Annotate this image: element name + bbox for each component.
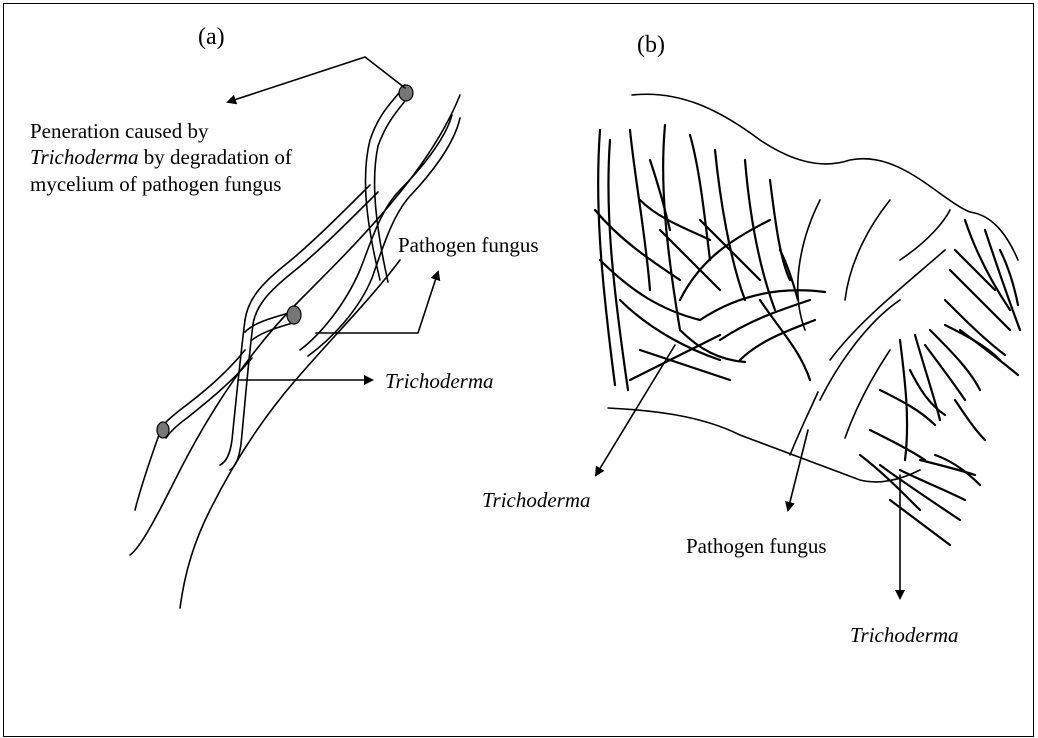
host-tissue-bottom-edge — [608, 408, 920, 482]
arrow-pathogen-a — [316, 272, 438, 333]
panel-b-caption: (b) — [637, 30, 665, 60]
penetration-label-line2-rest: by degradation of — [139, 145, 292, 169]
trichoderma-hypha-5a — [160, 350, 245, 430]
trichoderma-label-a: Trichoderma — [385, 368, 494, 394]
pathogen-fungus-label-a: Pathogen fungus — [398, 232, 539, 258]
trichoderma-hypha-4b — [252, 322, 296, 340]
trichoderma-hypha-2b — [253, 192, 378, 324]
pathogen-line-3 — [830, 250, 945, 360]
arrow-trichoderma-left — [596, 345, 675, 475]
panel-a-caption: (a) — [198, 22, 225, 52]
spore-bottom — [157, 422, 169, 438]
spore-middle — [287, 306, 301, 324]
pathogen-line-7 — [845, 350, 890, 438]
trichoderma-label-b-left: Trichoderma — [482, 487, 591, 513]
trichoderma-hypha-6 — [135, 432, 160, 510]
trichoderma-colony-right-lower — [860, 325, 1000, 545]
trichoderma-label-b-right: Trichoderma — [850, 622, 959, 648]
pathogen-fungus-label-b: Pathogen fungus — [686, 533, 827, 559]
host-tissue-top-edge — [632, 94, 1018, 260]
penetration-label-line3: mycelium of pathogen fungus — [30, 171, 292, 197]
penetration-label-line2: Trichoderma by degradation of — [30, 144, 292, 170]
pathogen-line-1 — [798, 200, 820, 330]
spore-top — [399, 85, 413, 101]
penetration-label-line1: Peneration caused by — [30, 118, 292, 144]
pathogen-line-2 — [845, 200, 890, 300]
arrow-penetration — [228, 57, 405, 102]
arrow-pathogen-b — [788, 430, 808, 510]
penetration-label-trichoderma: Trichoderma — [30, 145, 139, 169]
penetration-label: Peneration caused by Trichoderma by degr… — [30, 118, 292, 197]
panel-b-drawing — [595, 94, 1020, 598]
pathogen-line-4 — [820, 300, 900, 400]
trichoderma-colony-left — [595, 125, 825, 390]
